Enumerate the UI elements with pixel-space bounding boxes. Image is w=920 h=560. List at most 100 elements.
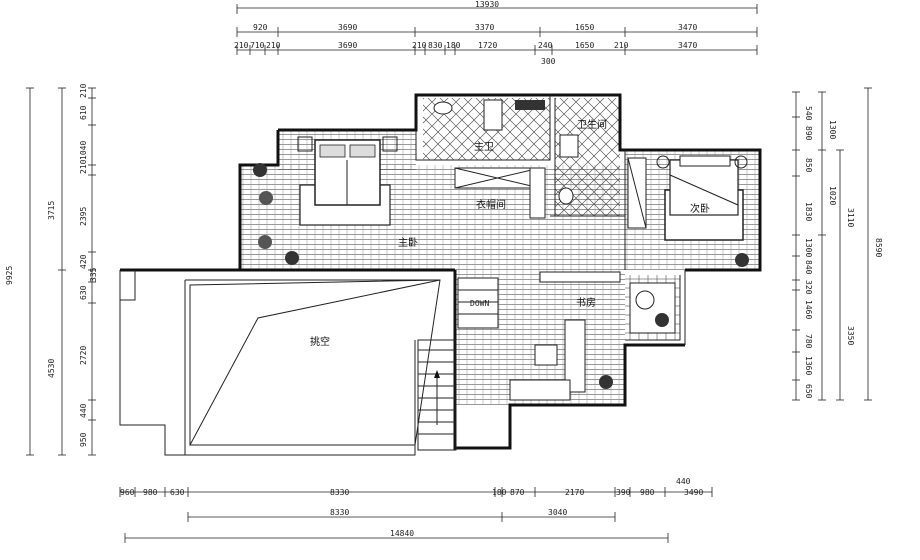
dim-right-in-7: 1460 [804,300,813,319]
label-master-bedroom: 主卧 [398,236,418,249]
dim-left-in-7: 630 [79,285,88,300]
dim-bot-r1-0: 960 [120,488,135,497]
dim-top-r2-4: 210 [412,41,427,50]
dim-top-r2-10: 210 [614,41,629,50]
dim-bot-r2-1: 3040 [548,508,567,517]
master-bed [297,136,398,226]
dim-right-in-10: 650 [804,384,813,399]
basin-2-icon [558,187,574,205]
plant-icon [655,313,669,327]
dim-right-mid-2: 3110 [846,208,855,227]
dim-top-sub: 300 [541,57,556,66]
top-dimensions: 13930 920 3690 3370 1650 3470 210 710 21… [234,0,758,66]
toilet-icon [483,99,503,131]
dim-left-mid-1: 4530 [47,359,56,378]
dim-right-in-5: 840 [804,260,813,275]
dim-bot-r1-4: 180 [492,488,507,497]
dim-left-in-6: 335 [89,267,98,282]
void-outline [189,279,441,446]
study-furniture [509,271,676,401]
left-dimensions: 9925 3715 4530 210 610 1040 210 2395 420… [5,83,98,456]
dim-top-r1-2: 3370 [475,23,494,32]
plant-icon [258,235,272,249]
dim-right-in-3: 1830 [804,202,813,221]
dim-right-in-8: 780 [804,334,813,349]
dim-right-in-6: 320 [804,280,813,295]
dim-top-r2-9: 1650 [575,41,594,50]
label-bathroom: 卫生间 [577,118,607,131]
master-bath-fixtures [433,99,579,205]
dim-top-r1-3: 1650 [575,23,594,32]
dim-bot-r1-6: 2170 [565,488,584,497]
dim-top-r2-6: 180 [446,41,461,50]
dim-bot-r1-1: 980 [143,488,158,497]
room-labels: 主卧 主卫 衣帽间 卫生间 次卧 书房 挑空 DOWN [310,118,710,348]
dim-left-in-2: 1040 [79,141,88,160]
dim-right-mid-3: 3350 [846,326,855,345]
dim-left-in-10: 950 [79,432,88,447]
dim-top-r2-2: 210 [266,41,281,50]
dim-bot-small: 440 [676,477,691,486]
dim-top-r2-0: 210 [234,41,249,50]
dim-bot-total: 14840 [390,529,414,538]
plant-icon [253,163,267,177]
dim-right-outer: 8590 [874,238,883,257]
label-void: 挑空 [310,335,330,348]
basin-icon [433,101,453,115]
dim-left-in-4: 2395 [79,207,88,226]
dim-left-outer: 9925 [5,266,14,285]
dim-bot-r2-0: 8330 [330,508,349,517]
plant-icon [259,191,273,205]
closet [454,157,647,229]
dim-top-r2-5: 830 [428,41,443,50]
dim-left-in-5: 420 [79,254,88,269]
label-stair: DOWN [470,299,489,308]
dim-top-r2-11: 3470 [678,41,697,50]
dim-right-in-9: 1360 [804,356,813,375]
dim-bot-r1-8: 980 [640,488,655,497]
plant-icon [285,251,299,265]
dim-bot-r1-2: 630 [170,488,185,497]
label-master-bath: 主卫 [474,141,494,153]
dim-top-r1-0: 920 [253,23,268,32]
dim-right-mid-0: 1300 [828,120,837,139]
dim-bot-r1-3: 8330 [330,488,349,497]
stair [417,339,457,451]
dim-right-mid-1: 1020 [828,186,837,205]
dim-top-r1-4: 3470 [678,23,697,32]
dim-left-in-3: 210 [79,159,88,174]
dim-top-r2-7: 1720 [478,41,497,50]
toilet-2-icon [559,134,579,158]
plant-icon [599,375,613,389]
plant-icon [735,253,749,267]
dim-top-r2-8: 240 [538,41,553,50]
dim-left-mid-0: 3715 [47,201,56,220]
dim-left-in-9: 440 [79,403,88,418]
dim-left-in-1: 610 [79,105,88,120]
down-stair [457,277,499,329]
dim-top-total: 13930 [475,0,499,9]
dim-bot-r1-5: 870 [510,488,525,497]
label-study: 书房 [576,296,596,309]
walls [119,93,762,456]
dim-right-in-2: 850 [804,158,813,173]
dim-bot-r1-9: 3490 [684,488,703,497]
void-diagonal [189,279,441,446]
label-walk-in-closet: 衣帽间 [476,198,506,211]
dim-left-in-8: 2720 [79,346,88,365]
dim-right-in-4: 1300 [804,238,813,257]
dim-bot-r1-7: 390 [616,488,631,497]
right-dimensions: 540 890 850 1830 1300 840 320 1460 780 1… [792,87,883,401]
dim-top-r1-1: 3690 [338,23,357,32]
dim-left-in-0: 210 [79,83,88,98]
dim-top-r2-1: 710 [250,41,265,50]
label-second-bedroom: 次卧 [690,202,710,215]
stair-arrow-icon [434,370,440,378]
plants [253,163,749,389]
second-bed [656,155,748,241]
dim-right-in-1: 890 [804,126,813,141]
dim-right-in-0: 540 [804,106,813,121]
bottom-dimensions: 960 980 630 8330 180 870 2170 390 980 34… [119,477,713,543]
dim-top-r2-3: 3690 [338,41,357,50]
